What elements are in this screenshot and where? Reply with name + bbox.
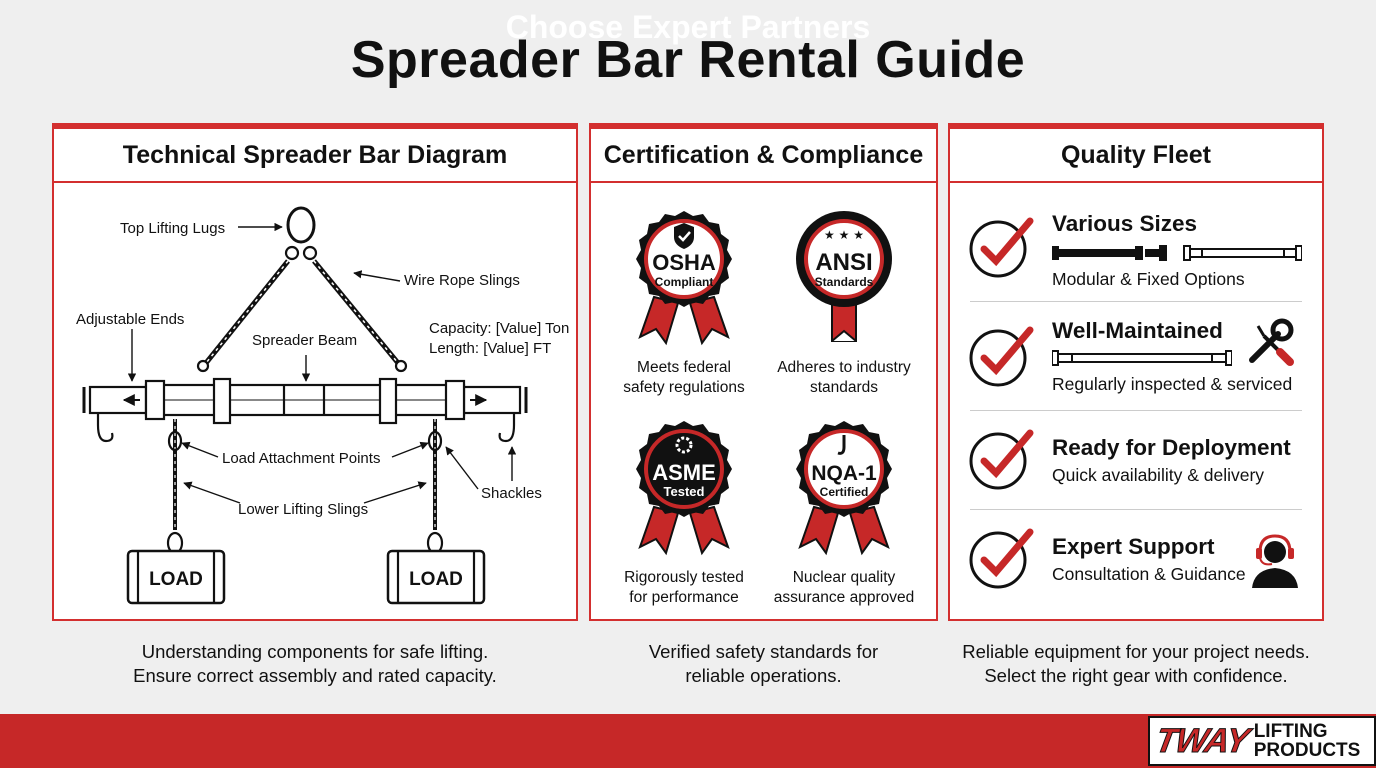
- load-right-label: LOAD: [409, 569, 463, 590]
- footer-tagline: Choose Expert Partners: [505, 9, 871, 45]
- fleet-panel-heading: Quality Fleet: [950, 129, 1322, 183]
- svg-text:ANSI: ANSI: [815, 249, 872, 276]
- svg-text:Certified: Certified: [820, 485, 869, 499]
- label-load-attachment-points: Load Attachment Points: [222, 450, 380, 467]
- certification-panel-heading: Certification & Compliance: [591, 129, 936, 183]
- asme-badge: ASME Tested: [636, 421, 732, 556]
- fleet-item-well-maintained: Well-Maintained Regularly inspected & se…: [950, 302, 1322, 410]
- label-length: Length: [Value] FT: [429, 340, 551, 357]
- svg-text:OSHA: OSHA: [652, 250, 716, 275]
- label-capacity: Capacity: [Value] Ton: [429, 320, 569, 337]
- checkmark-icon: [969, 217, 1034, 278]
- fleet-panel: Quality Fleet Various Sizes Modular & Fi…: [948, 123, 1324, 621]
- label-shackles: Shackles: [481, 485, 542, 502]
- checkmark-icon: [969, 528, 1034, 589]
- load-right: [386, 549, 486, 605]
- footer-banner: [0, 714, 1376, 768]
- osha-badge: OSHA Compliant: [636, 211, 732, 346]
- stars-icon: ★ ★ ★: [824, 228, 864, 242]
- label-wire-rope-slings: Wire Rope Slings: [404, 272, 520, 289]
- svg-text:Tested: Tested: [664, 484, 705, 499]
- fleet-caption: Reliable equipment for your project need…: [962, 641, 1310, 686]
- svg-text:ASME: ASME: [652, 460, 716, 485]
- ansi-badge: ★ ★ ★ ANSI Standards: [796, 211, 892, 342]
- fleet-item-ready-for-deployment: Ready for Deployment Quick availability …: [950, 411, 1322, 509]
- shackle-left: [167, 430, 183, 452]
- fleet-item-various-sizes: Various Sizes Modular & Fixed Options: [950, 185, 1322, 301]
- diagram-caption: Understanding components for safe liftin…: [133, 641, 497, 686]
- shackle-right: [427, 430, 443, 452]
- checkmark-icon: [969, 429, 1034, 490]
- svg-text:Standards: Standards: [815, 275, 874, 289]
- svg-text:Compliant: Compliant: [655, 275, 714, 289]
- certification-panel: Certification & Compliance OSHA Complian…: [589, 123, 938, 621]
- load-left-label: LOAD: [149, 569, 203, 590]
- certification-caption: Verified safety standards for reliable o…: [648, 641, 879, 686]
- spreader-bars-icon: [1052, 245, 1302, 261]
- logo-tagline: LIFTING PRODUCTS: [1253, 721, 1361, 761]
- label-lower-lifting-slings: Lower Lifting Slings: [238, 501, 368, 518]
- load-left: [126, 549, 226, 605]
- gear-icon: [675, 436, 693, 454]
- spreader-bar-diagram: Top Lifting Lugs Wire Rope Slings Adjust…: [76, 206, 569, 605]
- hook-icon: [837, 435, 846, 455]
- label-top-lifting-lugs: Top Lifting Lugs: [120, 220, 225, 237]
- svg-text:NQA-1: NQA-1: [811, 462, 877, 485]
- logo-wordmark: TWAY: [1152, 721, 1252, 760]
- page-title: Spreader Bar Rental Guide: [350, 31, 1026, 89]
- fleet-item-expert-support: Expert Support Consultation & Guidance: [950, 510, 1322, 620]
- headset-support-icon: [1252, 534, 1298, 588]
- nqa1-badge: NQA-1 Certified: [796, 421, 892, 556]
- top-lifting-lug: [286, 206, 316, 244]
- diagram-panel-heading: Technical Spreader Bar Diagram: [54, 129, 576, 183]
- checkmark-icon: [969, 326, 1034, 387]
- diagram-panel: Technical Spreader Bar Diagram: [52, 123, 578, 621]
- spreader-bar-icon: [1052, 350, 1232, 366]
- shield-check-icon: [674, 223, 694, 249]
- company-logo: TWAY LIFTING PRODUCTS: [1148, 716, 1376, 766]
- label-spreader-beam: Spreader Beam: [252, 332, 357, 349]
- wrench-screwdriver-icon: [1249, 318, 1294, 366]
- label-adjustable-ends: Adjustable Ends: [76, 311, 184, 328]
